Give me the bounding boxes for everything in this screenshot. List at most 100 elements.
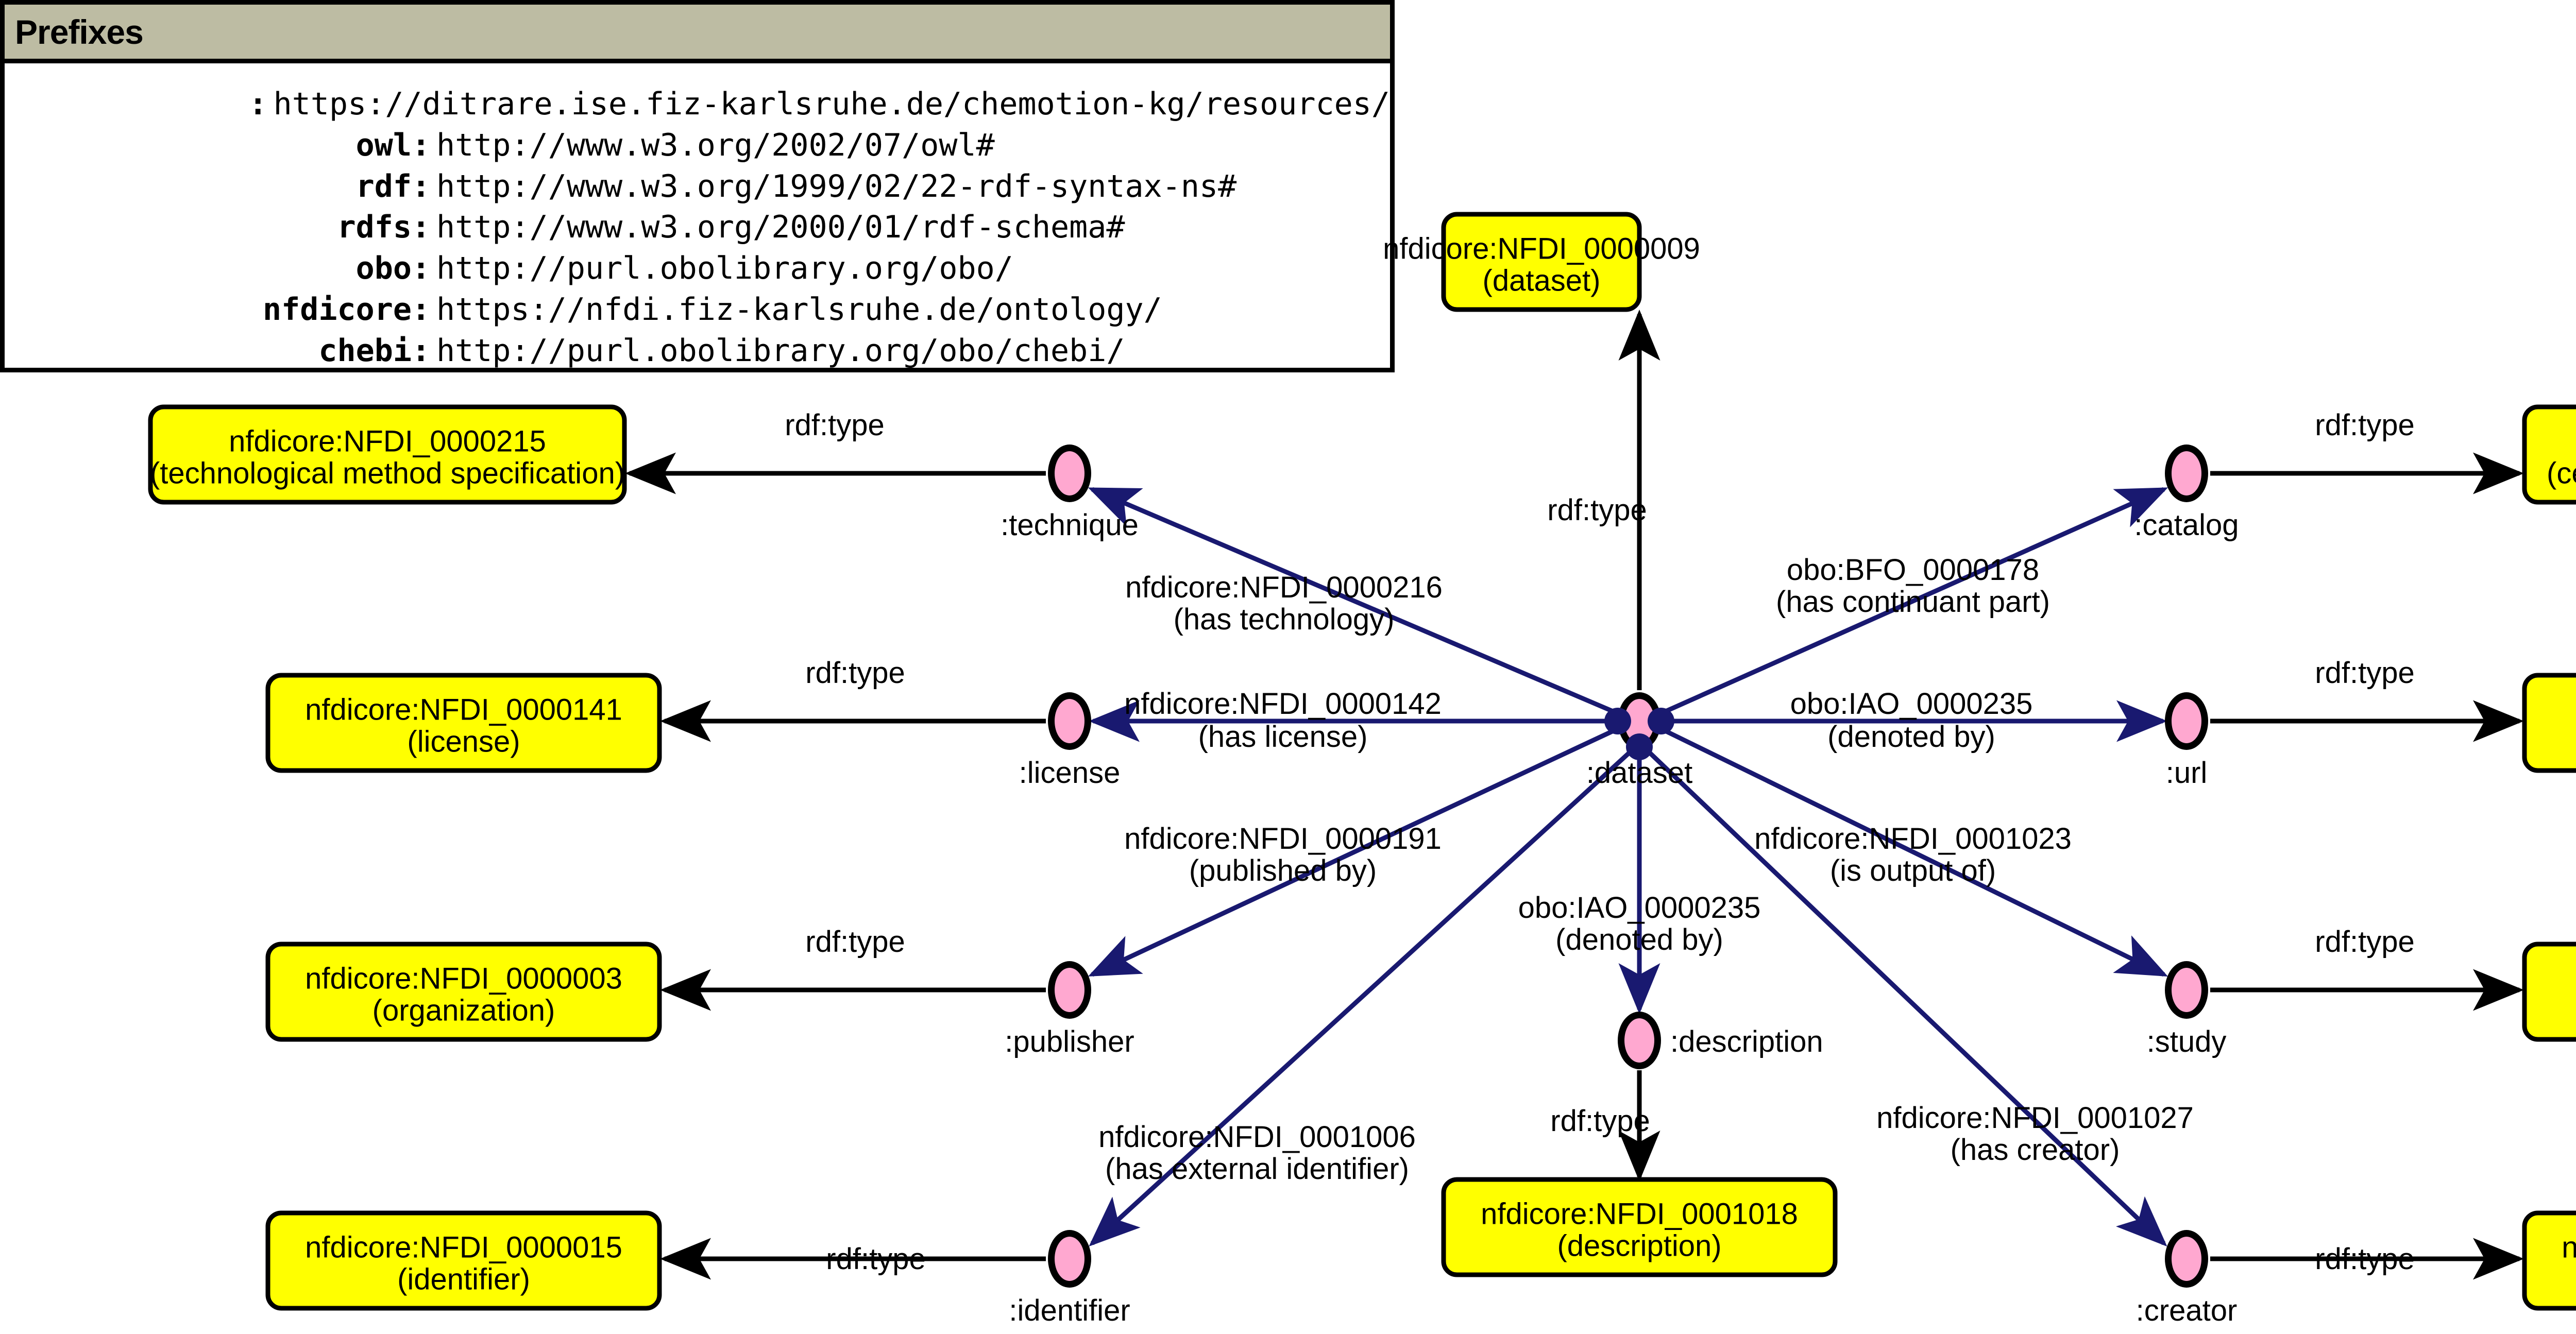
class-node-box (2522, 1210, 2576, 1311)
instance-node-label: :technique (1001, 508, 1139, 542)
class-node-curie: nfdicore:NFDI_0000003 (305, 962, 622, 996)
prefix-row: obo : http://purl.obolibrary.org/obo/ (5, 248, 1390, 289)
property-edge-p_extid (1089, 745, 1638, 1247)
prefix-row: rdf : http://www.w3.org/1999/02/22-rdf-s… (5, 166, 1390, 208)
class-node-box (2522, 404, 2576, 505)
instance-node-i_catalog[interactable]: :catalog (2134, 444, 2239, 542)
instance-node-fill (2172, 1237, 2201, 1281)
class-node-c_craid[interactable]: obo:IAO_0000578(centrally registered ide… (2522, 404, 2576, 505)
class-node-curie: nfdicore:NFDI_0000215 (229, 425, 546, 458)
property-edge-p_creator (1641, 745, 2167, 1247)
class-node-box (1441, 1177, 1838, 1277)
class-node-c_license[interactable]: nfdicore:NFDI_0000141(license) (265, 673, 662, 773)
edge-curie-p_continuant: obo:BFO_0000178 (1787, 553, 2039, 587)
edge-label-t_creator: rdf:type (2315, 1242, 2414, 1276)
edge-labels-group: rdf:type rdf:type rdf:type rdf:type rdf:type… (785, 408, 2414, 1276)
edge-label-p_output: (is output of) (1830, 854, 1996, 887)
class-node-c_techmethod[interactable]: nfdicore:NFDI_0000215(technological meth… (148, 404, 627, 505)
edge-label-t_publisher: rdf:type (805, 925, 905, 959)
prefix-uri: http://www.w3.org/2000/01/rdf-schema# (436, 209, 1125, 246)
property-edge-p_continuant (1660, 487, 2168, 716)
edge-label-t_description: rdf:type (1550, 1104, 1650, 1138)
class-node-label: (identifier) (397, 1263, 530, 1296)
class-node-c_person[interactable]: nfdicore:NFDI_0000004(person) (2522, 1210, 2576, 1311)
edge-curie-p_technology: nfdicore:NFDI_0000216 (1125, 571, 1443, 604)
instance-node-i_identifier[interactable]: :identifier (1009, 1230, 1130, 1327)
prefix-row: rdfs : http://www.w3.org/2000/01/rdf-sch… (5, 207, 1390, 248)
instance-node-label: :dataset (1586, 756, 1692, 790)
edge-label-p_published: (published by) (1189, 854, 1377, 887)
class-node-c_dataset[interactable]: nfdicore:NFDI_0000009(dataset) (1383, 212, 1700, 312)
class-node-box (1441, 212, 1642, 312)
edge-curie-p_denoted_url: obo:IAO_0000235 (1790, 687, 2033, 721)
prefix-key: rdfs (337, 209, 412, 246)
instance-node-label: :catalog (2134, 508, 2239, 542)
edge-label-p_extid: (has external identifier) (1105, 1152, 1409, 1186)
class-nodes-group: nfdicore:NFDI_0000009(dataset) nfdicore:N… (148, 212, 2576, 1311)
edge-label-t_url: rdf:type (2315, 656, 2414, 690)
instance-node-label: :publisher (1005, 1025, 1134, 1058)
prefix-key: nfdicore (263, 291, 412, 328)
instance-node-fill (1055, 968, 1084, 1012)
prefix-row: nfdicore : https://nfdi.fiz-karlsruhe.de… (5, 289, 1390, 331)
instance-node-fill (2172, 699, 2201, 743)
edge-label-p_license: (has license) (1198, 720, 1368, 754)
instance-node-fill (1055, 451, 1084, 495)
edge-label-t_technique: rdf:type (785, 408, 884, 442)
class-node-c_description[interactable]: nfdicore:NFDI_0001018(description) (1441, 1177, 1838, 1277)
instance-nodes-group: :dataset :technique :catalog :license :url :p… (1001, 444, 2239, 1327)
prefix-uri: http://purl.obolibrary.org/obo/chebi/ (436, 332, 1125, 369)
class-node-c_process[interactable]: obo:BFO_0000015(process) (2522, 942, 2576, 1042)
instance-node-i_license[interactable]: :license (1019, 692, 1121, 790)
instance-node-i_technique[interactable]: :technique (1001, 444, 1139, 542)
prefix-key: obo (355, 250, 412, 287)
class-node-label: (description) (1557, 1229, 1721, 1263)
instance-node-i_dataset[interactable]: :dataset (1586, 692, 1692, 790)
class-node-c_identifier[interactable]: nfdicore:NFDI_0000015(identifier) (265, 1210, 662, 1311)
hub-junction-dot-2 (1626, 733, 1653, 760)
class-node-label: (organization) (372, 994, 555, 1028)
edge-label-p_creator: (has creator) (1951, 1133, 2120, 1167)
instance-node-fill (2172, 451, 2201, 495)
instance-node-i_description[interactable]: :description (1618, 1012, 1823, 1069)
property-edge-p_technology (1088, 487, 1619, 716)
instance-node-fill (2172, 968, 2201, 1012)
class-node-box (265, 942, 662, 1042)
class-node-box (2522, 673, 2576, 773)
prefix-row: chebi : http://purl.obolibrary.org/obo/c… (5, 331, 1390, 372)
instance-node-i_publisher[interactable]: :publisher (1005, 961, 1134, 1058)
class-node-box (148, 404, 627, 505)
instance-node-label: :license (1019, 756, 1121, 790)
edge-curie-p_extid: nfdicore:NFDI_0001006 (1098, 1120, 1416, 1154)
type-edges-group (625, 310, 2524, 1280)
instance-node-label: :study (2147, 1025, 2227, 1058)
prefixes-list: : https://ditrare.ise.fiz-karlsruhe.de/c… (5, 63, 1390, 372)
edge-label-t_identifier: rdf:type (826, 1242, 925, 1276)
class-node-label: (license) (407, 725, 520, 759)
class-node-label: (dataset) (1483, 264, 1601, 298)
instance-node-label: :description (1670, 1025, 1823, 1058)
instance-node-label: :creator (2136, 1294, 2238, 1327)
property-edges-group (1088, 487, 2168, 1247)
prefix-key: owl (355, 127, 412, 163)
class-node-box (265, 673, 662, 773)
class-node-curie: nfdicore:NFDI_0000141 (305, 693, 622, 727)
class-node-c_website[interactable]: nfdicore:NFDI_0000223(website) (2522, 673, 2576, 773)
prefix-key: chebi (318, 332, 412, 369)
edge-label-p_continuant: (has continuant part) (1776, 585, 2050, 619)
prefixes-legend-header: Prefixes (5, 5, 1390, 63)
instance-node-i_url[interactable]: :url (2165, 692, 2208, 790)
instance-node-i_creator[interactable]: :creator (2136, 1230, 2238, 1327)
prefix-row: owl : http://www.w3.org/2002/07/owl# (5, 125, 1390, 166)
instance-node-label: :url (2166, 756, 2208, 790)
edge-label-t_catalog: rdf:type (2315, 408, 2414, 442)
prefixes-legend-title: Prefixes (15, 12, 144, 51)
class-node-c_organization[interactable]: nfdicore:NFDI_0000003(organization) (265, 942, 662, 1042)
class-node-label: (technological method specification) (150, 457, 625, 490)
class-node-curie: nfdicore:NFDI_0001018 (1481, 1198, 1798, 1231)
instance-node-i_study[interactable]: :study (2147, 961, 2227, 1058)
prefix-row: : https://ditrare.ise.fiz-karlsruhe.de/c… (5, 84, 1390, 125)
edge-curie-p_output: nfdicore:NFDI_0001023 (1754, 822, 2072, 856)
class-node-box (265, 1210, 662, 1311)
edge-label-p_denoted_desc: (denoted by) (1555, 923, 1723, 956)
